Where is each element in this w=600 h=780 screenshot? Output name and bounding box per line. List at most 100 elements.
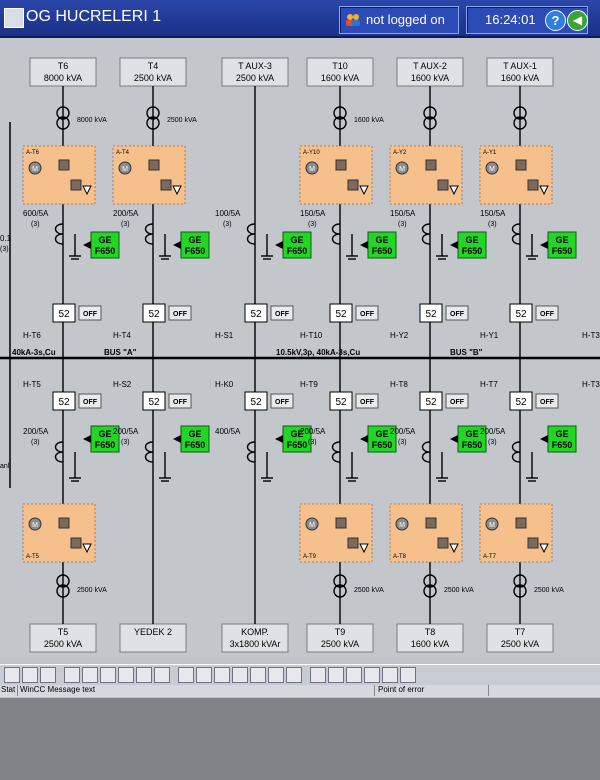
toolbar-button[interactable]	[268, 667, 284, 683]
breaker-state-button[interactable]	[78, 393, 102, 409]
circuit-breaker[interactable]	[419, 303, 443, 323]
breaker-state-button[interactable]	[168, 393, 192, 409]
circuit-breaker[interactable]	[329, 303, 353, 323]
toolbar-button[interactable]	[328, 667, 344, 683]
transformer-icon	[333, 116, 347, 130]
column-header-message-text[interactable]: WinCC Message text	[20, 685, 375, 696]
feeder-label-box[interactable]	[306, 623, 374, 653]
back-arrow-icon[interactable]: ◀	[567, 10, 588, 31]
toolbar-button[interactable]	[178, 667, 194, 683]
relay-model: F650	[462, 440, 483, 450]
ct-ratio: 200/5A	[113, 209, 139, 218]
breaker-state-button[interactable]	[168, 305, 192, 321]
ct-ratio: 200/5A	[390, 427, 416, 436]
motor-icon	[485, 517, 499, 531]
toolbar-button[interactable]	[214, 667, 230, 683]
ct-sub: (3)	[31, 439, 40, 446]
relay-model: F650	[95, 246, 116, 256]
earth-switch-icon	[70, 537, 82, 549]
breaker-state-button[interactable]	[535, 393, 559, 409]
column-header-status[interactable]: Stat	[0, 685, 18, 696]
protection-relay[interactable]	[547, 231, 577, 259]
toolbar-button[interactable]	[364, 667, 380, 683]
protection-relay[interactable]	[547, 425, 577, 453]
disconnector-icon	[335, 159, 347, 171]
circuit-breaker[interactable]	[142, 391, 166, 411]
edge-tag-top: H-T3	[582, 331, 600, 340]
breaker-state-button[interactable]	[270, 305, 294, 321]
protection-relay[interactable]	[367, 231, 397, 259]
help-icon[interactable]: ?	[545, 10, 566, 31]
toolbar-button[interactable]	[64, 667, 80, 683]
feeder-label-box[interactable]	[119, 57, 187, 87]
disconnector-icon	[515, 159, 527, 171]
toolbar-button[interactable]	[286, 667, 302, 683]
protection-relay[interactable]	[282, 425, 312, 453]
breaker-state-button[interactable]	[535, 305, 559, 321]
toolbar-button[interactable]	[136, 667, 152, 683]
circuit-breaker[interactable]	[142, 303, 166, 323]
toolbar-button[interactable]	[400, 667, 416, 683]
login-status-panel[interactable]: not logged on	[339, 6, 459, 34]
feeder-label-box[interactable]	[396, 623, 464, 653]
circuit-breaker[interactable]	[52, 391, 76, 411]
feeder-label-box[interactable]	[119, 623, 187, 653]
toolbar-button[interactable]	[310, 667, 326, 683]
breaker-state-button[interactable]	[270, 393, 294, 409]
disconnector-icon	[425, 159, 437, 171]
toolbar-button[interactable]	[250, 667, 266, 683]
transformer-icon	[56, 574, 70, 588]
bus-spec-mid: 10.5kV,3p, 40kA-3s,Cu	[276, 348, 360, 357]
message-list-area[interactable]	[0, 698, 600, 780]
ct-sub: (3)	[398, 221, 407, 228]
circuit-breaker[interactable]	[329, 391, 353, 411]
circuit-breaker[interactable]	[509, 303, 533, 323]
protection-relay[interactable]	[282, 231, 312, 259]
protection-relay[interactable]	[180, 425, 210, 453]
toolbar-button[interactable]	[118, 667, 134, 683]
motor-label: M	[32, 522, 38, 529]
feeder-name: T9	[335, 627, 346, 637]
feeder-label-box[interactable]	[396, 57, 464, 87]
ct-sub: (3)	[488, 439, 497, 446]
ct-ratio: 200/5A	[23, 427, 49, 436]
circuit-breaker[interactable]	[244, 391, 268, 411]
toolbar-button[interactable]	[4, 667, 20, 683]
circuit-breaker[interactable]	[509, 391, 533, 411]
breaker-state: OFF	[450, 399, 465, 406]
feeder-name: T4	[148, 61, 159, 71]
feeder-label-box[interactable]	[221, 57, 289, 87]
circuit-breaker[interactable]	[419, 391, 443, 411]
feeder-label-box[interactable]	[29, 57, 97, 87]
feeder-label-box[interactable]	[486, 623, 554, 653]
toolbar-button[interactable]	[346, 667, 362, 683]
disconnector-icon	[335, 517, 347, 529]
toolbar-button[interactable]	[82, 667, 98, 683]
feeder-name: YEDEK 2	[134, 627, 172, 637]
toolbar-button[interactable]	[232, 667, 248, 683]
toolbar-button[interactable]	[382, 667, 398, 683]
toolbar-button[interactable]	[196, 667, 212, 683]
current-transformer-icon	[511, 223, 521, 245]
feeder-rating: 1600 kVA	[321, 73, 359, 83]
circuit-breaker[interactable]	[52, 303, 76, 323]
protection-relay[interactable]	[367, 425, 397, 453]
toolbar-button[interactable]	[40, 667, 56, 683]
column-header-point-of-error[interactable]: Point of error	[378, 685, 489, 696]
protection-relay[interactable]	[90, 231, 120, 259]
current-transformer-icon	[54, 441, 64, 463]
breaker-state-button[interactable]	[445, 305, 469, 321]
switchgear-cell	[389, 145, 463, 205]
toolbar-button[interactable]	[100, 667, 116, 683]
breaker-state-button[interactable]	[355, 393, 379, 409]
feeder-label-box[interactable]	[29, 623, 97, 653]
relay-model: F650	[372, 440, 393, 450]
toolbar-button[interactable]	[154, 667, 170, 683]
motor-label: M	[489, 522, 495, 529]
breaker-state-button[interactable]	[78, 305, 102, 321]
breaker-state-button[interactable]	[355, 305, 379, 321]
circuit-breaker[interactable]	[244, 303, 268, 323]
breaker-state-button[interactable]	[445, 393, 469, 409]
breaker-code: 52	[250, 309, 262, 320]
toolbar-button[interactable]	[22, 667, 38, 683]
